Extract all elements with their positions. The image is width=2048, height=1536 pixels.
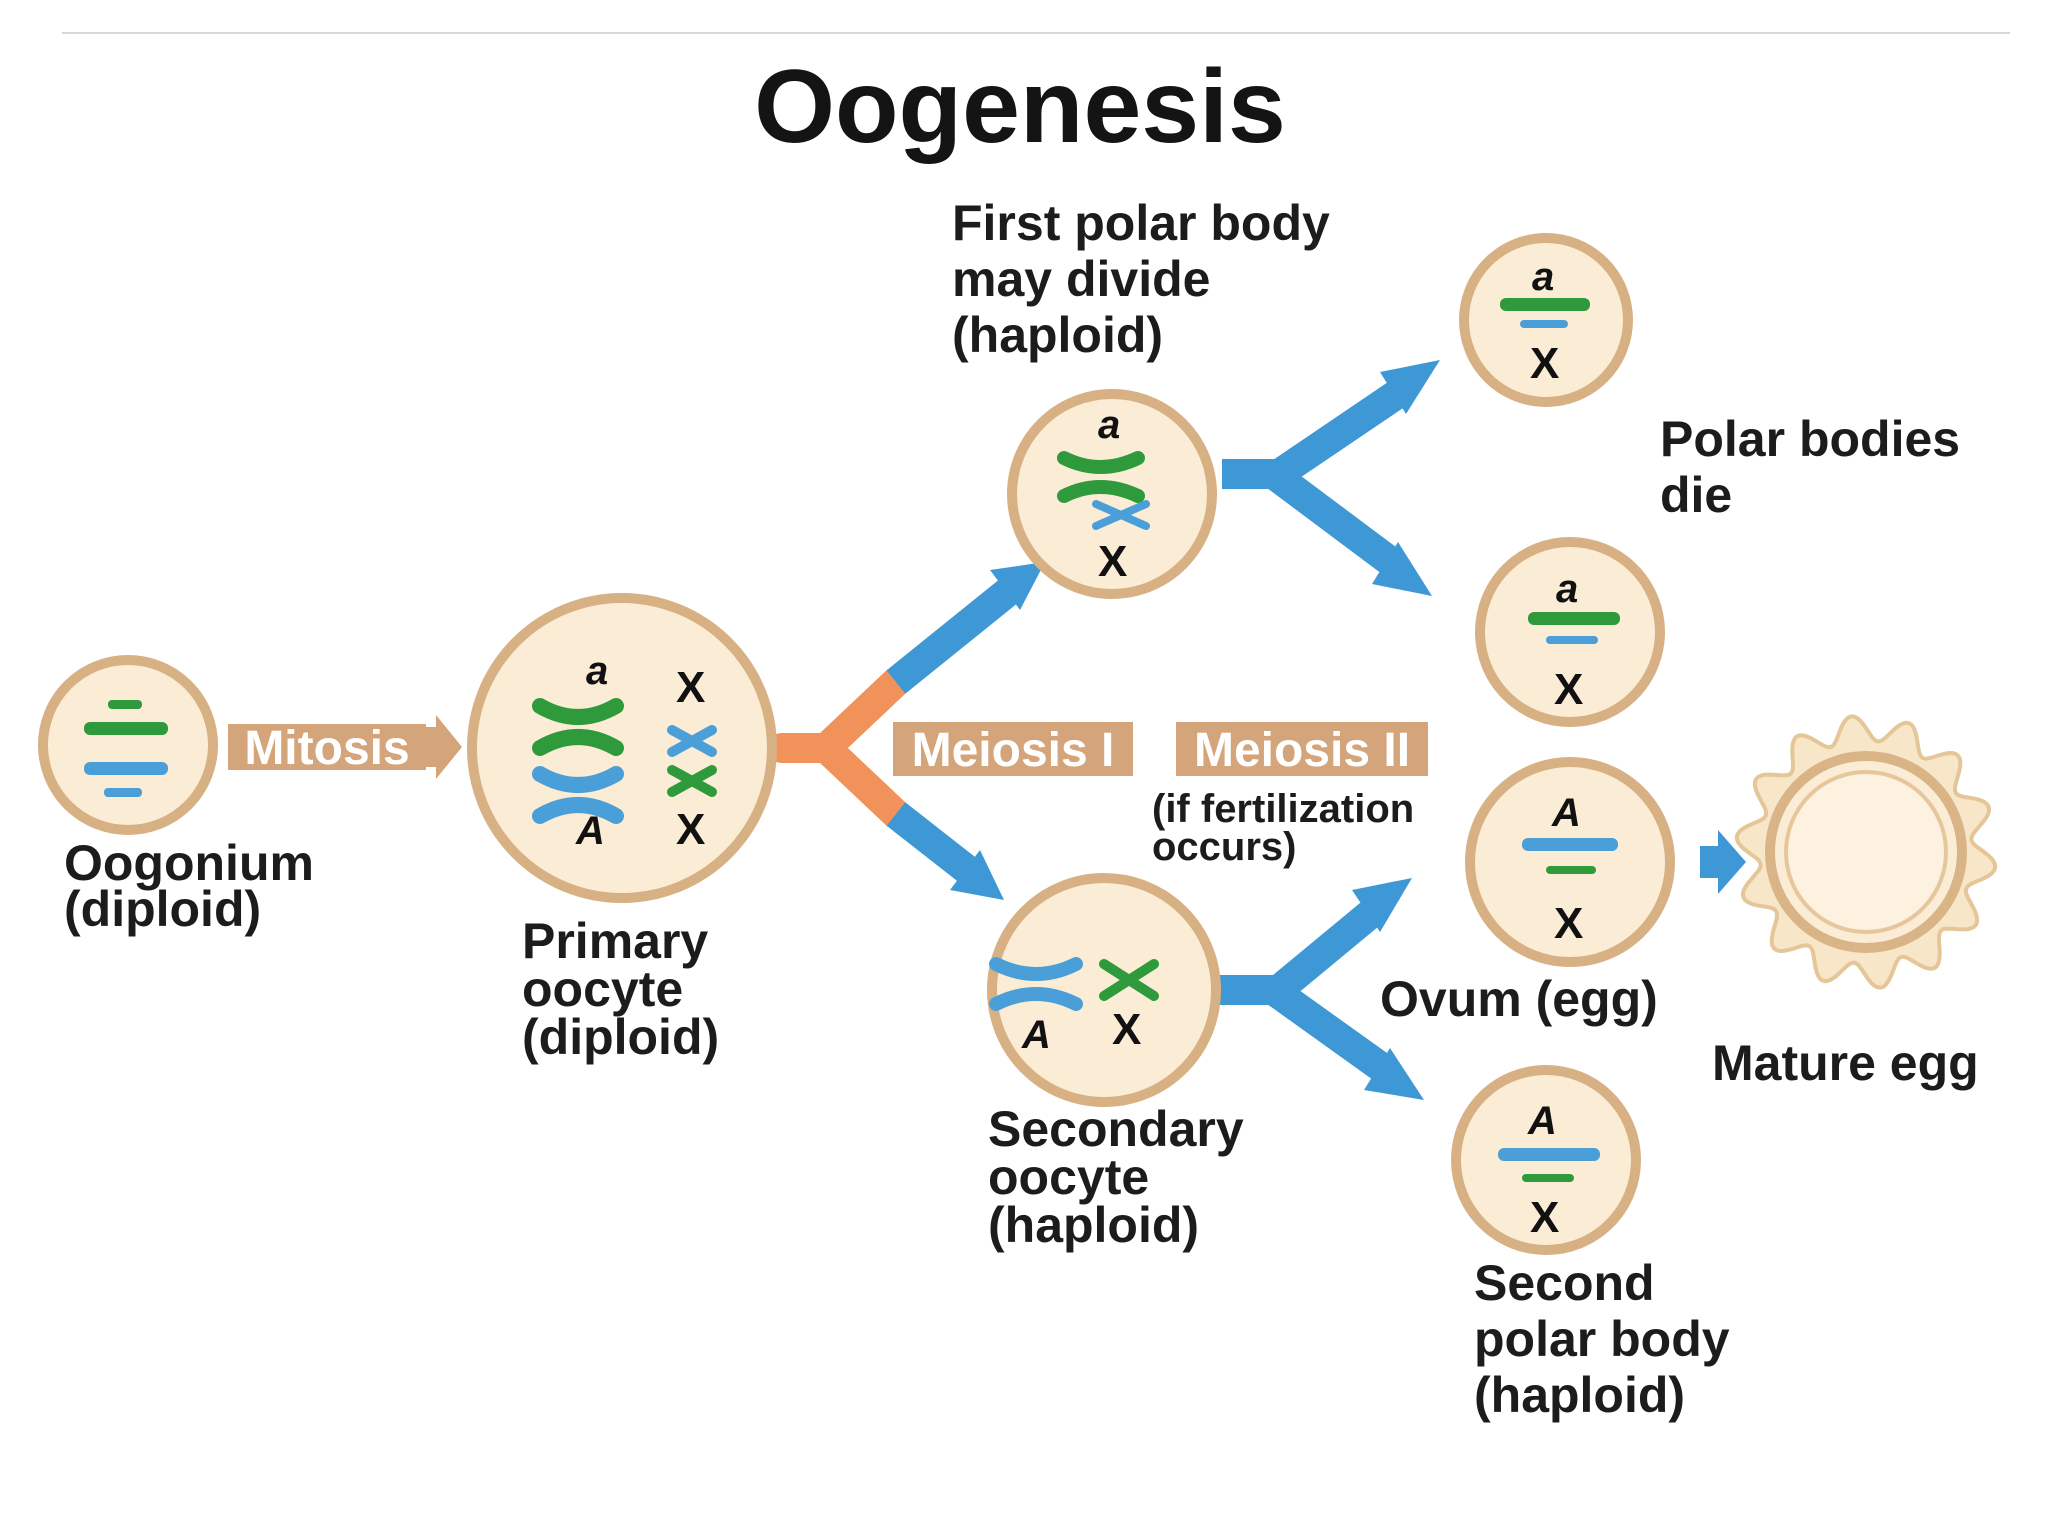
first-polar-body-cell: a X [1007, 389, 1217, 599]
second-polar-gene-A: A [1527, 1099, 1557, 1143]
secondary-gene-A: A [1021, 1013, 1051, 1057]
meiosis-1-fork [767, 562, 1045, 900]
primary-x-bottom: X [676, 805, 705, 854]
polar-body-top: a X [1459, 233, 1633, 407]
second-polar-body-cell: A X [1451, 1065, 1641, 1255]
first-polar-body-label: First polar body may divide (haploid) [952, 195, 1344, 363]
upper-meiosis-2-fork [1222, 360, 1440, 596]
oogonium-cell [38, 655, 218, 835]
first-polar-x: X [1098, 537, 1127, 586]
primary-small-blue-chromosome [667, 725, 717, 757]
polar-bodies-die-label: Polar bodies die [1660, 411, 1974, 523]
ovum-label: Ovum (egg) [1380, 971, 1658, 1027]
svg-text:Mitosis: Mitosis [244, 722, 409, 775]
second-polar-body-label: Second polar body (haploid) [1474, 1255, 1743, 1423]
polar-top-gene-a: a [1532, 255, 1554, 299]
first-polar-gene-a: a [1098, 403, 1120, 447]
primary-oocyte-cell: a A X X [467, 593, 777, 903]
primary-gene-A: A [575, 809, 605, 853]
lower-meiosis-2-fork [1218, 878, 1424, 1100]
secondary-oocyte-cell: A X [987, 873, 1221, 1107]
ovum-gene-A: A [1551, 791, 1581, 835]
ovum-cell: A X [1465, 757, 1675, 967]
fertilization-note: (if fertilization occurs) [1152, 787, 1425, 869]
maturation-arrow [1700, 830, 1746, 894]
svg-text:Meiosis II: Meiosis II [1194, 724, 1410, 777]
primary-small-green-chromosome [667, 765, 717, 797]
polar-middle-x: X [1554, 665, 1583, 714]
primary-blue-chromosome [532, 766, 624, 824]
meiosis-2-tag: Meiosis II [1176, 722, 1428, 777]
second-polar-x: X [1530, 1193, 1559, 1242]
primary-x-top: X [676, 663, 705, 712]
mature-egg-label: Mature egg [1712, 1035, 1979, 1091]
primary-oocyte-label: Primary oocyte (diploid) [522, 913, 722, 1065]
oogonium-label: Oogonium (diploid) [64, 835, 328, 937]
diagram-title: Oogenesis [754, 49, 1286, 165]
polar-middle-gene-a: a [1556, 567, 1578, 611]
secondary-oocyte-label: Secondary oocyte (haploid) [988, 1101, 1258, 1253]
mature-egg [1734, 714, 1998, 990]
primary-gene-a: a [586, 649, 608, 693]
oogonium-chromosomes [84, 700, 168, 797]
secondary-x: X [1112, 1005, 1141, 1054]
mitosis-tag: Mitosis [228, 722, 426, 775]
polar-top-x: X [1530, 339, 1559, 388]
primary-green-chromosome [532, 698, 624, 756]
polar-body-middle: a X [1475, 537, 1665, 727]
meiosis-1-tag: Meiosis I [893, 722, 1133, 777]
svg-text:Meiosis I: Meiosis I [912, 724, 1115, 777]
ovum-x: X [1554, 899, 1583, 948]
